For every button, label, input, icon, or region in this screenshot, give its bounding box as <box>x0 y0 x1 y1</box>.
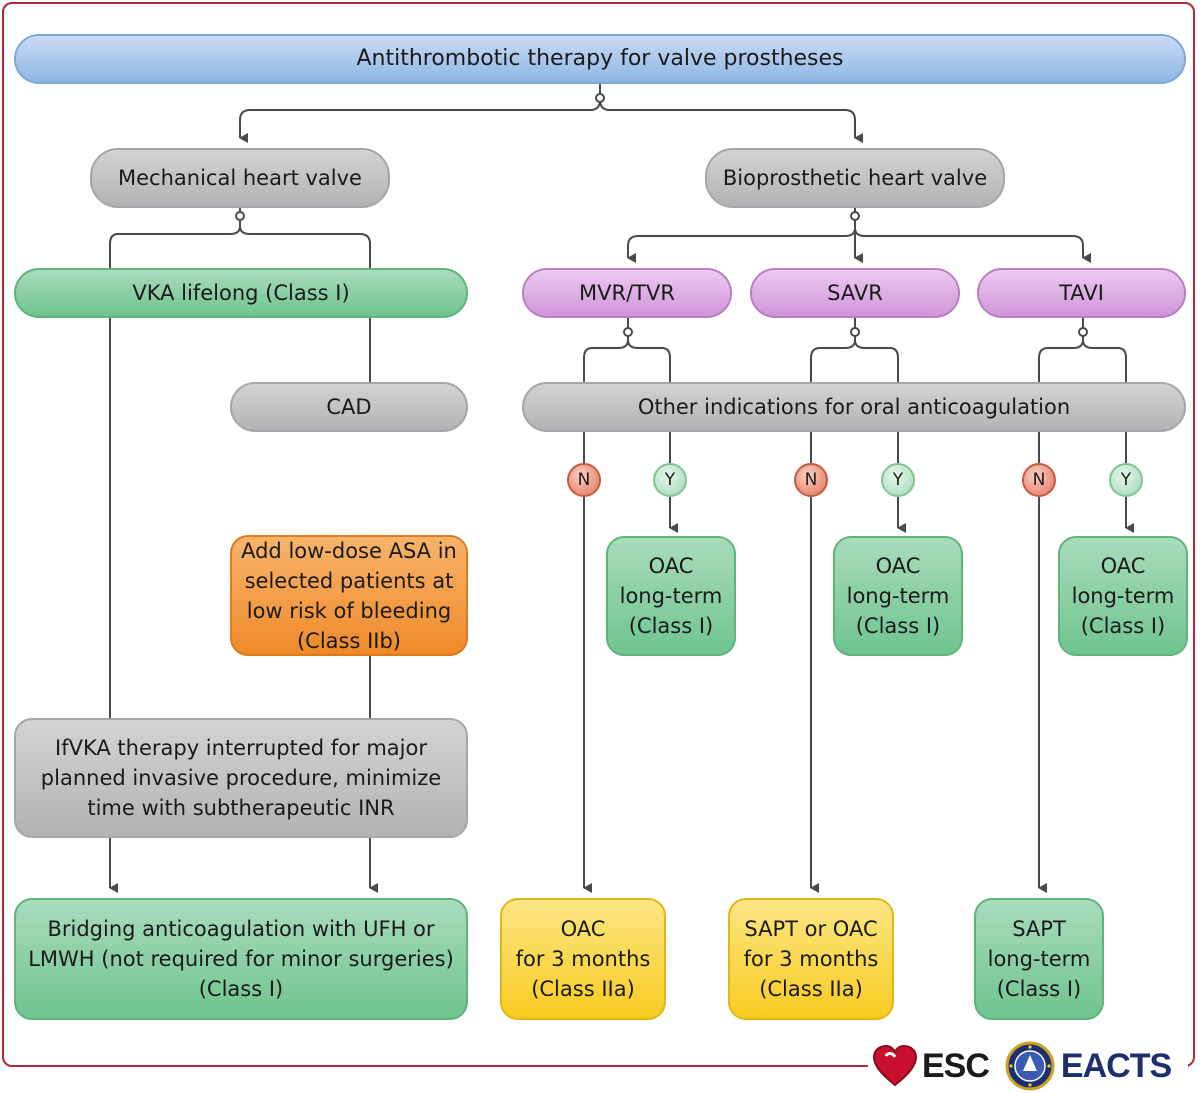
connector-savr-split <box>810 318 856 382</box>
no-badge-tavi: N <box>1022 463 1056 497</box>
type-tavi-box: TAVI <box>977 268 1186 318</box>
connector-mechanical-split-right <box>239 225 371 268</box>
connector-mechanical-split <box>109 208 241 268</box>
junction-dot-title <box>595 93 605 103</box>
mechanical-valve-box: Mechanical heart valve <box>90 148 390 208</box>
other-indications-box: Other indications for oral anticoagulati… <box>522 382 1186 432</box>
junction-dot-tavi <box>1078 327 1088 337</box>
esc-heart-icon <box>872 1044 918 1087</box>
connector-bio-to-mvr <box>627 208 856 263</box>
connector-title-split <box>239 84 601 143</box>
junction-dot-mechanical <box>235 211 245 221</box>
connector-tavi-split-right <box>1082 339 1127 382</box>
oac-longterm-savr-box: OAC long-term (Class I) <box>833 536 963 656</box>
type-savr-box: SAVR <box>750 268 960 318</box>
type-mvr-tvr-box: MVR/TVR <box>522 268 732 318</box>
no-badge-savr: N <box>794 463 828 497</box>
bridging-anticoagulation-box: Bridging anticoagulation with UFH or LMW… <box>14 898 468 1020</box>
yes-badge-mvr: Y <box>653 463 687 497</box>
bioprosthetic-valve-box: Bioprosthetic heart valve <box>705 148 1005 208</box>
society-logos: ESC EACTS <box>872 1040 1172 1092</box>
oac-longterm-tavi-box: OAC long-term (Class I) <box>1058 536 1188 656</box>
junction-dot-mvr <box>623 327 633 337</box>
connector-title-split-right <box>599 99 863 143</box>
yes-badge-tavi: Y <box>1109 463 1143 497</box>
cad-box: CAD <box>230 382 468 432</box>
connector-mvr-split-right <box>627 339 671 382</box>
sapt-longterm-box: SAPT long-term (Class I) <box>974 898 1104 1020</box>
connector-bio-to-tavi <box>854 227 1091 263</box>
yes-badge-savr: Y <box>881 463 915 497</box>
oac-longterm-mvr-box: OAC long-term (Class I) <box>606 536 736 656</box>
sapt-or-oac-3-months-box: SAPT or OAC for 3 months (Class IIa) <box>728 898 894 1020</box>
vka-interruption-box: IfVKA therapy interrupted for major plan… <box>14 718 468 838</box>
junction-dot-savr <box>850 327 860 337</box>
eacts-logo-text: EACTS <box>1060 1046 1172 1085</box>
connector-tavi-split <box>1038 318 1084 382</box>
oac-3-months-box: OAC for 3 months (Class IIa) <box>500 898 666 1020</box>
diagram-frame <box>2 2 1195 1067</box>
vka-lifelong-box: VKA lifelong (Class I) <box>14 268 468 318</box>
title-box: Antithrombotic therapy for valve prosthe… <box>14 34 1186 84</box>
connector-mvr-split <box>583 318 629 382</box>
eacts-seal-icon <box>1005 1041 1055 1091</box>
add-asa-box: Add low-dose ASA in selected patients at… <box>230 535 468 656</box>
connector-savr-split-right <box>854 339 899 382</box>
junction-dot-bioprosthetic <box>850 211 860 221</box>
esc-logo-text: ESC <box>922 1046 990 1085</box>
no-badge-mvr: N <box>567 463 601 497</box>
